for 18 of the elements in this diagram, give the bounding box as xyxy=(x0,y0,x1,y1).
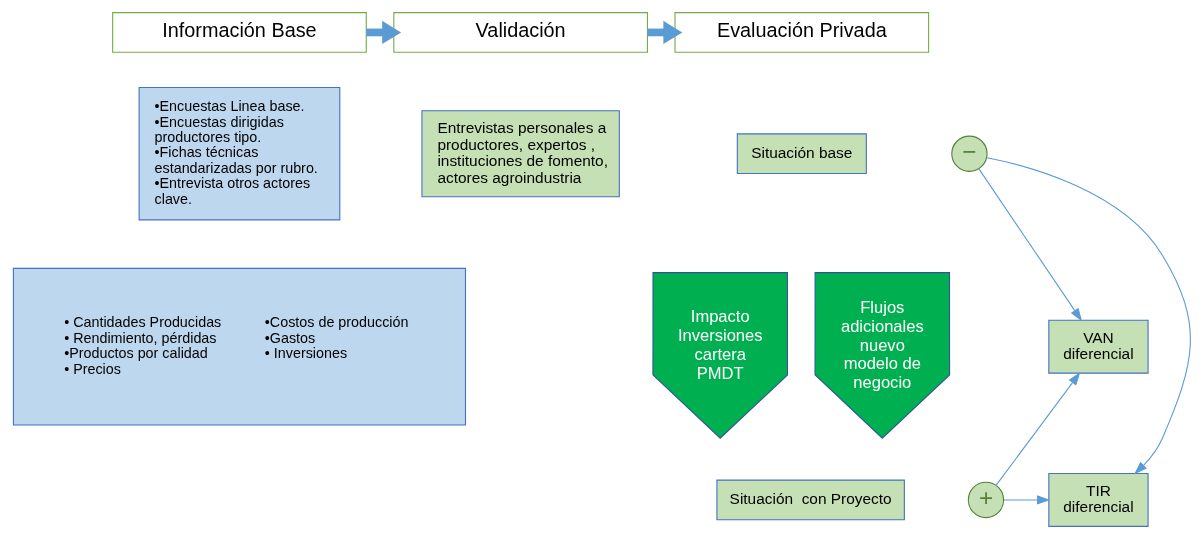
node-box: Situación base xyxy=(736,133,867,175)
arrow xyxy=(978,168,1083,322)
arrow xyxy=(366,20,402,45)
node-box: TIR diferencial xyxy=(1048,472,1149,527)
node-box: Información Base xyxy=(112,12,367,53)
node-box: Entrevistas personales a productores, expertos , instituciones de fomento, actores agroindustria xyxy=(421,110,620,198)
node-circle: + xyxy=(967,481,1005,519)
node-box: Evaluación Privada xyxy=(674,12,930,53)
node-box: Validación xyxy=(393,12,648,53)
node-box: Situación con Proyecto xyxy=(716,479,905,521)
node-box: •Encuestas Linea base. •Encuestas dirigidas productores tipo. •Fichas técnicas estandarizadas por rubro. •Entrevista otros actores clave. xyxy=(138,87,341,221)
node-circle: − xyxy=(951,135,988,172)
arrow xyxy=(995,372,1081,486)
node-box: VAN diferencial xyxy=(1048,319,1149,374)
arrow xyxy=(647,20,683,45)
node-box: • Cantidades Producidas • Rendimiento, pérdidas •Productos por calidad • Precios •Costos de producción •Gastos • Inversiones xyxy=(12,267,467,426)
arrow xyxy=(986,157,1191,475)
arrow xyxy=(1003,495,1051,505)
